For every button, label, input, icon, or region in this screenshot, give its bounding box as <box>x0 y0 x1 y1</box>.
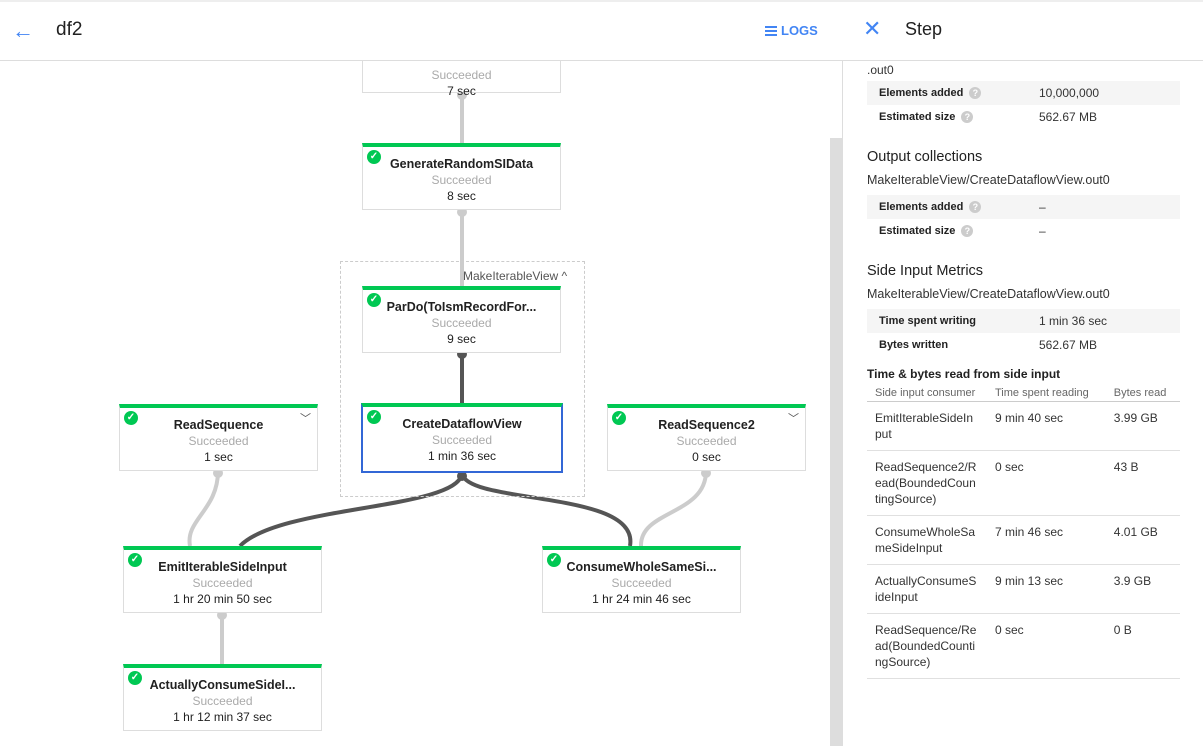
table-row: ReadSequence/Read(BoundedCountingSource)… <box>867 613 1180 679</box>
logs-button[interactable]: LOGS <box>765 23 818 38</box>
check-circle-icon: ✓ <box>367 293 381 307</box>
step-panel: ✕ Step .out0 Elements added?10,000,000 E… <box>843 0 1203 746</box>
table-cell: 7 min 46 sec <box>987 515 1106 565</box>
subsection-title: Time & bytes read from side input <box>867 367 1061 381</box>
column-header: Side input consumer <box>867 385 987 402</box>
edge <box>238 473 464 548</box>
chevron-up-icon[interactable]: ^ <box>561 269 568 283</box>
collection-path: MakeIterableView/CreateDataflowView.out0 <box>867 287 1110 301</box>
group-make-iterable-view <box>340 261 585 497</box>
job-title: df2 <box>56 19 83 40</box>
edge <box>460 473 633 547</box>
panel-header: ✕ Step <box>843 0 1203 61</box>
column-header: Time spent reading <box>987 385 1106 402</box>
table-cell: 0 sec <box>987 450 1106 516</box>
list-icon <box>765 25 777 36</box>
section-title: Output collections <box>867 149 983 165</box>
check-circle-icon: ✓ <box>367 410 381 424</box>
check-circle-icon: ✓ <box>128 553 142 567</box>
group-label[interactable]: MakeIterableView ^ <box>463 269 568 283</box>
job-header: ← df2 LOGS <box>0 0 843 61</box>
check-circle-icon: ✓ <box>128 671 142 685</box>
table-cell: 9 min 40 sec <box>987 401 1106 451</box>
check-circle-icon: ✓ <box>612 411 626 425</box>
table-cell: 4.01 GB <box>1105 515 1180 565</box>
column-header: Bytes read <box>1105 385 1180 402</box>
metric-row: Elements added?– <box>867 195 1180 219</box>
table-cell: ReadSequence2/Read(BoundedCountingSource… <box>867 450 987 516</box>
metric-row: Estimated size?562.67 MB <box>879 110 1098 124</box>
check-circle-icon: ✓ <box>547 553 561 567</box>
back-arrow-icon[interactable]: ← <box>12 18 34 43</box>
help-icon[interactable]: ? <box>969 87 982 99</box>
help-icon[interactable]: ? <box>961 111 974 123</box>
chevron-down-icon[interactable]: ﹀ <box>788 413 799 425</box>
table-cell: 43 B <box>1105 450 1180 516</box>
side-input-table: Side input consumer Time spent reading B… <box>867 385 1180 679</box>
help-icon[interactable]: ? <box>969 201 982 213</box>
table-cell: ReadSequence/Read(BoundedCountingSource) <box>867 613 987 679</box>
chevron-down-icon[interactable]: ﹀ <box>300 413 311 425</box>
table-cell: ConsumeWholeSameSideInput <box>867 515 987 565</box>
help-icon[interactable]: ? <box>961 225 974 237</box>
table-row: ReadSequence2/Read(BoundedCountingSource… <box>867 450 1180 516</box>
scrollbar[interactable] <box>830 138 842 746</box>
table-cell: 3.99 GB <box>1105 401 1180 451</box>
check-circle-icon: ✓ <box>367 150 381 164</box>
table-cell: EmitIterableSideInput <box>867 401 987 451</box>
edge <box>187 470 220 547</box>
table-cell: 3.9 GB <box>1105 564 1180 614</box>
section-title: Side Input Metrics <box>867 263 984 279</box>
panel-title: Step <box>905 19 943 39</box>
input-collection-path: .out0 <box>867 63 894 77</box>
edge <box>638 470 708 547</box>
metric-row: Elements added?10,000,000 <box>867 81 1180 105</box>
table-cell: 0 sec <box>987 613 1106 679</box>
table-cell: ActuallyConsumeSideInput <box>867 564 987 614</box>
table-cell: 0 B <box>1105 613 1180 679</box>
close-icon[interactable]: ✕ <box>863 16 882 41</box>
metric-row: Estimated size?– <box>879 224 1046 238</box>
check-circle-icon: ✓ <box>124 411 138 425</box>
table-cell: 9 min 13 sec <box>987 564 1106 614</box>
collection-path: MakeIterableView/CreateDataflowView.out0 <box>867 173 1110 187</box>
